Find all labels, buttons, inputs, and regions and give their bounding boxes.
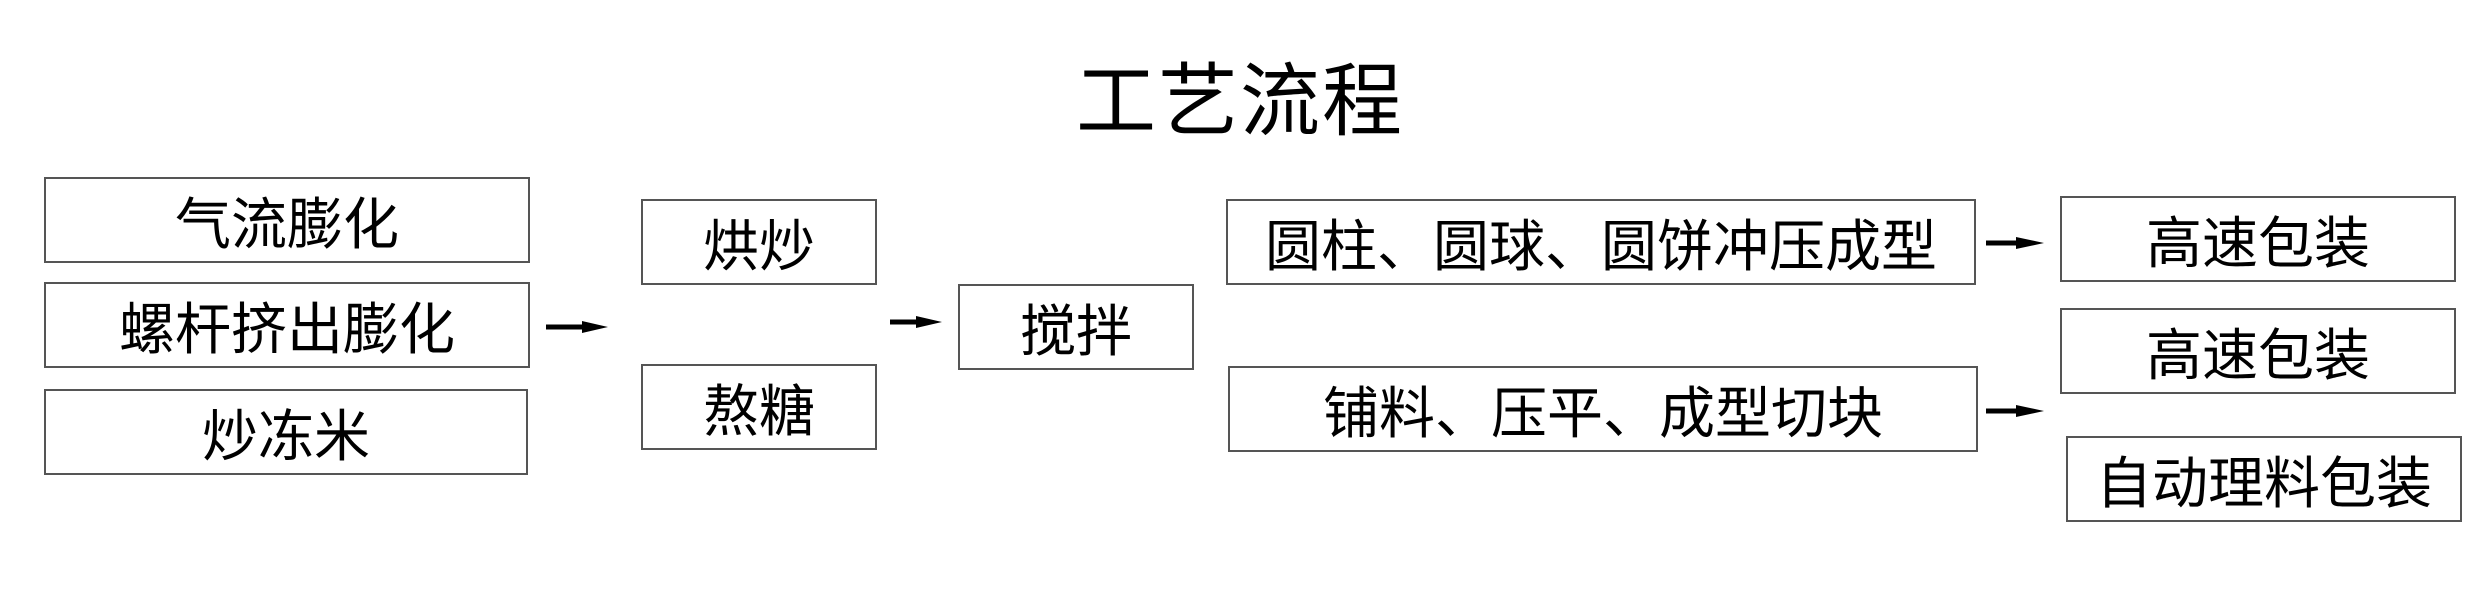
- arrow-inputs-to-processing: [546, 321, 608, 333]
- arrow-press-to-packaging: [1986, 237, 2044, 249]
- input-label: 炒冻米: [202, 404, 370, 470]
- forming-box-press: 圆柱、圆球、圆饼冲压成型: [1226, 199, 1976, 285]
- mixing-box: 搅拌: [958, 284, 1194, 370]
- process-box-sugar-boiling: 熬糖: [641, 364, 877, 450]
- input-box-airflow-puffing: 气流膨化: [44, 177, 530, 263]
- forming-box-cut: 铺料、压平、成型切块: [1228, 366, 1978, 452]
- process-label: 熬糖: [703, 379, 815, 445]
- forming-label: 圆柱、圆球、圆饼冲压成型: [1265, 214, 1937, 280]
- input-box-fried-rice: 炒冻米: [44, 389, 528, 475]
- arrow-processing-to-mixing: [890, 316, 942, 328]
- process-box-roasting: 烘炒: [641, 199, 877, 285]
- mixing-label: 搅拌: [1020, 299, 1132, 365]
- packaging-box-auto-sorting: 自动理料包装: [2066, 436, 2462, 522]
- forming-label: 铺料、压平、成型切块: [1323, 381, 1883, 447]
- packaging-label: 自动理料包装: [2096, 451, 2432, 517]
- process-label: 烘炒: [703, 214, 815, 280]
- input-label: 螺杆挤出膨化: [119, 297, 455, 363]
- input-box-screw-extrusion: 螺杆挤出膨化: [44, 282, 530, 368]
- input-label: 气流膨化: [175, 192, 399, 258]
- diagram-title: 工艺流程: [1076, 55, 1404, 148]
- packaging-label: 高速包装: [2146, 323, 2370, 389]
- packaging-box-high-speed-1: 高速包装: [2060, 196, 2456, 282]
- packaging-label: 高速包装: [2146, 211, 2370, 277]
- packaging-box-high-speed-2: 高速包装: [2060, 308, 2456, 394]
- arrow-cut-to-packaging: [1986, 405, 2044, 417]
